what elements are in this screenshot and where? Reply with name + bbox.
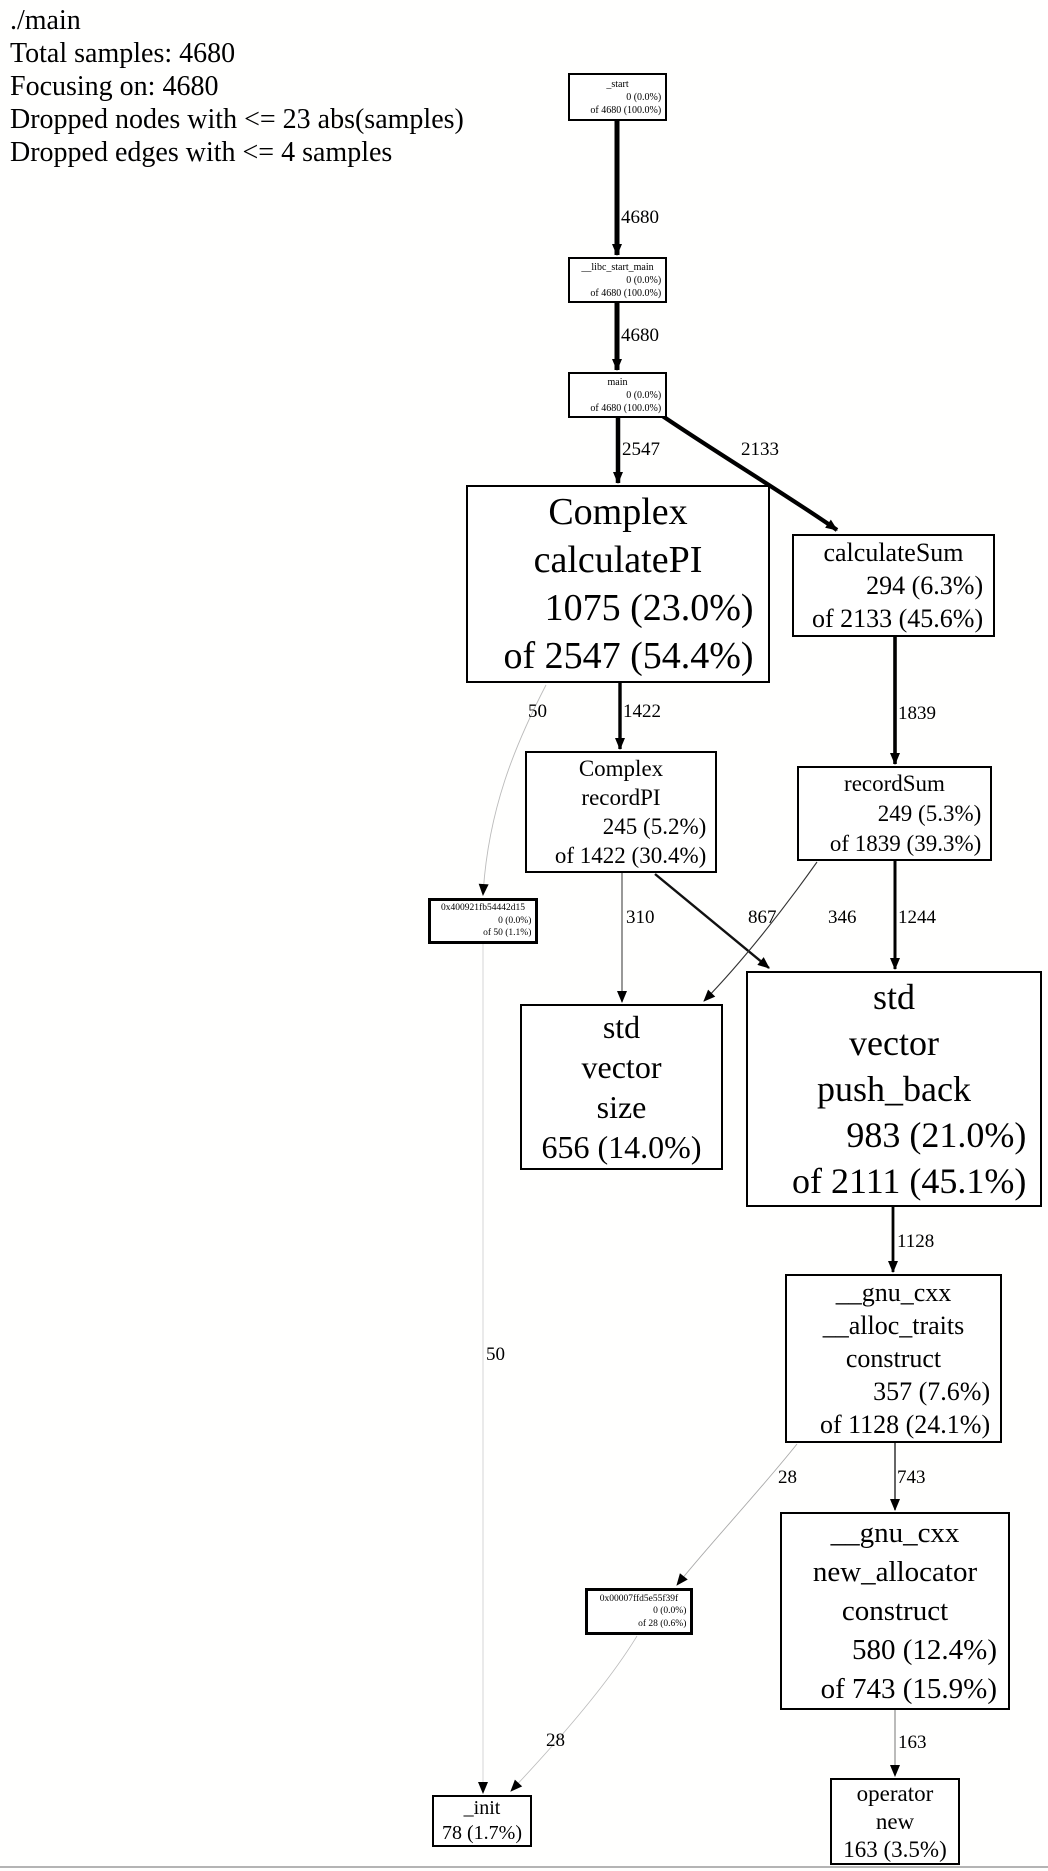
node-record-sum-total: of 1839 (39.3%) xyxy=(829,830,982,856)
node-addr-40092-self: 0 (0.0%) xyxy=(498,915,532,926)
node-record-pi-method: recordPI xyxy=(581,785,661,810)
focusing-on: Focusing on: 4680 xyxy=(10,71,219,102)
edge-label-record-sum-push-back: 1244 xyxy=(898,907,936,928)
edge-label-calculate-pi-addr: 50 xyxy=(528,701,547,722)
node-libc-self: 0 (0.0%) xyxy=(626,274,662,286)
node-new-allocator-construct: __gnu_cxx new_allocator construct 580 (1… xyxy=(780,1512,1010,1710)
node-new-allocator-method: construct xyxy=(841,1594,949,1627)
node-vector-size-class: vector xyxy=(581,1049,662,1085)
node-calculate-sum-self: 294 (6.3%) xyxy=(866,571,984,600)
node-libc-start-main: __libc_start_main 0 (0.0%) of 4680 (100.… xyxy=(568,257,667,303)
edge-label-new-allocator-operator-new: 163 xyxy=(898,1732,927,1753)
node-start-total: of 4680 (100.0%) xyxy=(590,104,662,116)
edge-record-pi-push-back xyxy=(654,873,770,969)
node-alloc-traits-total: of 1128 (24.1%) xyxy=(819,1410,991,1439)
node-calculate-pi-self: 1075 (23.0%) xyxy=(544,587,754,629)
edge-label-calculate-sum-record-sum: 1839 xyxy=(898,703,936,724)
node-operator-new-name1: operator xyxy=(856,1780,934,1806)
dropped-nodes: Dropped nodes with <= 23 abs(samples) xyxy=(10,104,464,135)
node-new-allocator-self: 580 (12.4%) xyxy=(852,1633,997,1666)
node-init-name: _init xyxy=(463,1797,501,1819)
edge-label-addr40092-init: 50 xyxy=(486,1344,505,1365)
node-record-sum-name: recordSum xyxy=(844,770,945,796)
node-push-back-self: 983 (21.0%) xyxy=(846,1115,1027,1155)
dropped-edges: Dropped edges with <= 4 samples xyxy=(10,137,393,168)
node-calculate-sum: calculateSum 294 (6.3%) of 2133 (45.6%) xyxy=(792,534,995,637)
node-record-pi-self: 245 (5.2%) xyxy=(602,814,707,839)
edge-label-main-calculate-pi: 2547 xyxy=(622,439,660,460)
node-new-allocator-total: of 743 (15.9%) xyxy=(820,1672,997,1705)
node-addr-7ffd-self: 0 (0.0%) xyxy=(653,1606,687,1617)
node-start: _start 0 (0.0%) of 4680 (100.0%) xyxy=(568,73,667,121)
node-alloc-traits-class: __alloc_traits xyxy=(822,1311,965,1340)
node-calculate-sum-total: of 2133 (45.6%) xyxy=(811,604,984,633)
node-libc-name: __libc_start_main xyxy=(581,261,654,273)
node-main-total: of 4680 (100.0%) xyxy=(590,402,662,414)
node-operator-new-self: 163 (3.5%) xyxy=(843,1836,947,1862)
profile-summary: ./main Total samples: 4680 Focusing on: … xyxy=(10,4,464,169)
node-main: main 0 (0.0%) of 4680 (100.0%) xyxy=(568,372,667,418)
node-start-name: _start xyxy=(606,78,629,90)
edge-label-record-sum-size: 346 xyxy=(828,907,857,928)
node-alloc-traits-construct: __gnu_cxx __alloc_traits construct 357 (… xyxy=(785,1274,1002,1443)
edge-label-record-pi-push-back: 867 xyxy=(748,907,777,928)
edge-label-record-pi-size: 310 xyxy=(626,907,655,928)
node-alloc-traits-self: 357 (7.6%) xyxy=(873,1377,991,1406)
edge-label-alloc-traits-new-allocator: 743 xyxy=(897,1467,926,1488)
node-addr-7ffd-total: of 28 (0.6%) xyxy=(638,1618,687,1629)
node-operator-new-name2: new xyxy=(875,1808,915,1834)
node-new-allocator-class: new_allocator xyxy=(812,1555,978,1588)
edge-label-start-libc: 4680 xyxy=(621,207,659,228)
node-calculate-pi: Complex calculatePI 1075 (23.0%) of 2547… xyxy=(466,485,770,683)
node-operator-new: operator new 163 (3.5%) xyxy=(830,1778,960,1865)
node-record-pi-class: Complex xyxy=(578,756,664,781)
edge-label-main-calculate-sum: 2133 xyxy=(741,439,779,460)
node-record-pi-total: of 1422 (30.4%) xyxy=(554,843,707,868)
node-calculate-pi-total: of 2547 (54.4%) xyxy=(503,635,754,677)
node-alloc-traits-method: construct xyxy=(845,1344,942,1373)
node-libc-total: of 4680 (100.0%) xyxy=(590,287,662,299)
node-main-self: 0 (0.0%) xyxy=(626,389,662,401)
edge-label-libc-main: 4680 xyxy=(621,325,659,346)
total-samples: Total samples: 4680 xyxy=(10,38,236,69)
node-record-sum: recordSum 249 (5.3%) of 1839 (39.3%) xyxy=(797,766,992,861)
node-addr-40092: 0x400921fb54442d15 0 (0.0%) of 50 (1.1%) xyxy=(428,898,538,944)
node-vector-size: std vector size 656 (14.0%) xyxy=(520,1004,723,1170)
node-addr-40092-name: 0x400921fb54442d15 xyxy=(441,903,525,914)
node-push-back-total: of 2111 (45.1%) xyxy=(792,1161,1027,1201)
node-addr-40092-total: of 50 (1.1%) xyxy=(483,928,532,939)
node-init: _init 78 (1.7%) xyxy=(432,1795,532,1847)
edge-calculate-pi-addr xyxy=(478,684,547,896)
node-main-name: main xyxy=(607,376,628,388)
node-push-back-method: push_back xyxy=(817,1069,971,1109)
node-calculate-sum-name: calculateSum xyxy=(823,538,964,567)
edge-alloc-traits-addr xyxy=(676,1443,798,1586)
node-record-sum-self: 249 (5.3%) xyxy=(877,800,982,826)
edge-label-alloc-traits-addr: 28 xyxy=(778,1467,797,1488)
binary-name: ./main xyxy=(10,5,81,36)
edge-label-addr7ffd-init: 28 xyxy=(546,1730,565,1751)
node-calculate-pi-class: Complex xyxy=(548,491,688,533)
edge-addr7ffd-init xyxy=(510,1635,638,1792)
node-start-self: 0 (0.0%) xyxy=(626,91,662,103)
node-push-back-class: vector xyxy=(849,1023,939,1063)
edge-main-calculate-sum xyxy=(659,413,839,532)
node-calculate-pi-method: calculatePI xyxy=(533,539,703,581)
node-alloc-traits-ns: __gnu_cxx xyxy=(835,1278,952,1307)
node-record-pi: Complex recordPI 245 (5.2%) of 1422 (30.… xyxy=(525,751,717,873)
node-vector-push-back: std vector push_back 983 (21.0%) of 2111… xyxy=(746,971,1042,1207)
node-new-allocator-ns: __gnu_cxx xyxy=(830,1516,960,1549)
node-vector-size-self: 656 (14.0%) xyxy=(541,1129,702,1165)
node-vector-size-method: size xyxy=(596,1089,647,1125)
node-init-self: 78 (1.7%) xyxy=(442,1822,522,1844)
node-vector-size-ns: std xyxy=(602,1009,641,1045)
bottom-border xyxy=(0,1866,1048,1868)
node-addr-7ffd: 0x00007ffd5e55f39f 0 (0.0%) of 28 (0.6%) xyxy=(585,1588,693,1635)
node-addr-7ffd-name: 0x00007ffd5e55f39f xyxy=(599,1593,679,1604)
edge-record-sum-size xyxy=(703,861,818,1002)
edge-label-push-back-alloc-traits: 1128 xyxy=(897,1231,935,1252)
edge-label-calculate-pi-record-pi: 1422 xyxy=(623,701,661,722)
node-push-back-ns: std xyxy=(872,977,915,1017)
